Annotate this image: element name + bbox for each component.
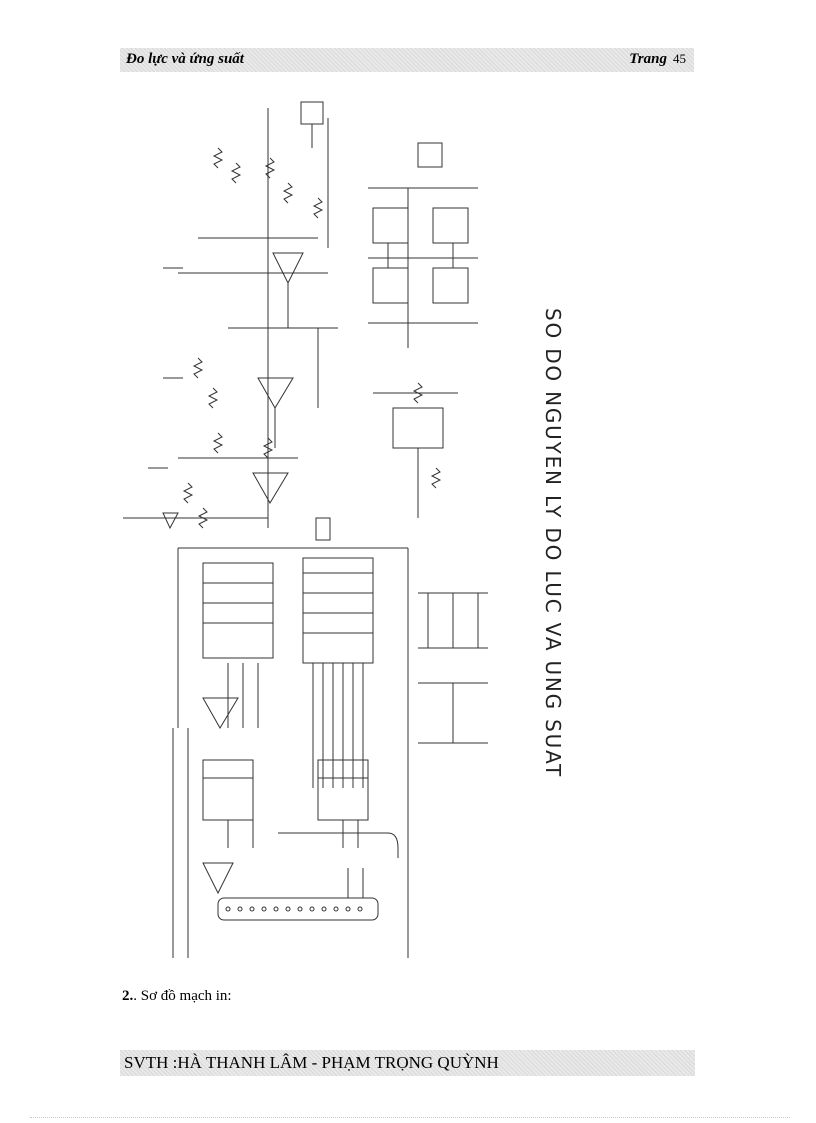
header-title: Đo lực và ứng suất (126, 51, 244, 67)
section-caption: 2.. Sơ đồ mạch in: (122, 988, 232, 1005)
schematic-title-svg: SO DO NGUYEN LY DO LUC VA UNG SUAT (541, 308, 565, 778)
schematic-title: SO DO NGUYEN LY DO LUC VA UNG SUAT (540, 308, 568, 778)
header-page: Trang 45 (629, 51, 686, 68)
header-page-label: Trang (629, 51, 667, 67)
footer-text: SVTH :HÀ THANH LÂM - PHẠM TRỌNG QUỲNH (124, 1053, 499, 1072)
header-page-number: 45 (673, 51, 686, 66)
caption-text: . Sơ đồ mạch in: (133, 988, 232, 1004)
page-header: Đo lực và ứng suất Trang 45 (120, 48, 694, 72)
page-footer: SVTH :HÀ THANH LÂM - PHẠM TRỌNG QUỲNH (120, 1050, 695, 1076)
page-bottom-divider (30, 1117, 790, 1119)
caption-number: 2. (122, 988, 134, 1004)
schematic-title-text: SO DO NGUYEN LY DO LUC VA UNG SUAT (541, 308, 565, 778)
circuit-schematic (118, 88, 602, 966)
schematic-drawing (123, 101, 488, 958)
